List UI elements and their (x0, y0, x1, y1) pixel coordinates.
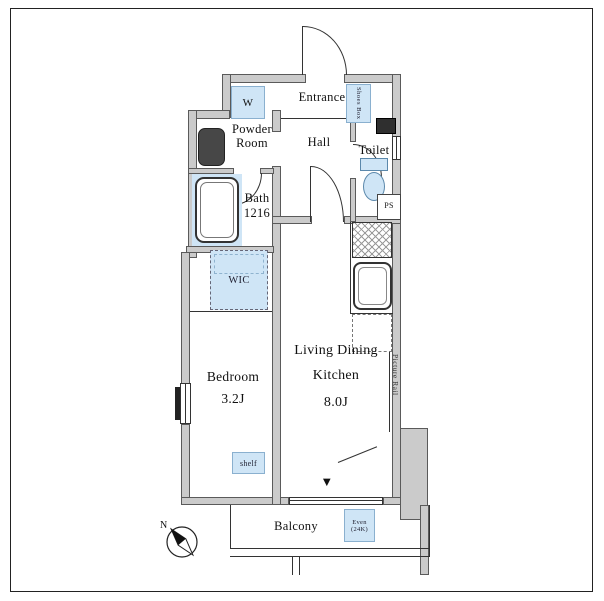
wall-segment (272, 216, 312, 224)
balcony-rail-line-2 (230, 556, 430, 557)
shoes-box-label: Shoes Box (355, 87, 362, 120)
hall-step-line (281, 118, 351, 119)
water-heater-box: Even (24K) (344, 509, 375, 542)
balcony-drain-line-1 (292, 556, 293, 575)
wall-segment (350, 178, 356, 222)
wall-segment (400, 428, 428, 520)
wall-segment (181, 252, 190, 385)
ps-label: PS (384, 201, 394, 210)
toilet-label: Toilet (358, 143, 390, 157)
wall-segment (272, 166, 281, 505)
stove (352, 222, 392, 258)
balcony-label: Balcony (274, 519, 318, 533)
ldk-label-1: Living Dining (294, 343, 378, 358)
bath-label-1: Bath (244, 191, 270, 205)
shelf-box: shelf (232, 452, 265, 474)
hall-label: Hall (307, 135, 331, 149)
wall-segment (344, 74, 396, 83)
toilet-bowl (363, 172, 385, 201)
ps-box (377, 194, 401, 220)
fridge-space (352, 314, 392, 352)
bedroom-size-label: 3.2J (221, 391, 245, 406)
wic-label: WIC (228, 274, 250, 286)
bedroom-name-label: Bedroom (206, 369, 260, 384)
compass-n-label: N (160, 520, 167, 531)
wall-segment (181, 497, 289, 505)
bathtub-inner (200, 182, 234, 238)
kitchen-counter-cap (350, 313, 393, 314)
balcony-rail-line-1 (230, 548, 430, 549)
shelf-label: shelf (239, 458, 258, 468)
powder-room-label-2: Room (236, 136, 268, 150)
ldk-window-line (290, 500, 382, 501)
entrance-label: Entrance (298, 90, 346, 104)
picture-rail-line (389, 350, 390, 432)
powder-room-label-1: Powder (232, 122, 272, 136)
bedroom-window-line (185, 384, 186, 423)
meter-box (376, 118, 396, 134)
wall-segment (181, 424, 190, 505)
shoes-box: Shoes Box (346, 84, 371, 123)
wall-segment (222, 74, 306, 83)
direction-marker: ▼ (320, 474, 334, 489)
picture-rail-label: Picture Rail (391, 354, 400, 396)
balcony-right-line (429, 505, 430, 557)
wic-box: WIC (210, 250, 268, 310)
powder-sink (198, 128, 225, 166)
wall-segment (383, 497, 401, 505)
wall-segment (272, 110, 281, 132)
ldk-size-label: 8.0J (323, 395, 349, 410)
kitchen-sink-inner (358, 267, 387, 305)
wic-hanger-rail (214, 254, 264, 274)
wall-segment (420, 505, 429, 575)
wic-bedroom-divider (190, 311, 272, 312)
bath-label-2: 1216 (243, 206, 271, 220)
water-heater-label-2: (24K) (350, 525, 369, 533)
wall-segment (260, 168, 274, 174)
balcony-left-line (230, 505, 231, 548)
compass-icon: N (160, 520, 198, 558)
bedroom-window-frame (175, 387, 180, 420)
ldk-label-2: Kitchen (312, 368, 360, 383)
compass-needle (169, 527, 195, 557)
floor-plan-frame (10, 8, 593, 592)
wall-segment (188, 168, 234, 174)
washing-machine-label: W (242, 96, 254, 109)
kitchen-counter-line (350, 222, 351, 314)
toilet-tank (360, 158, 388, 171)
washing-machine-box: W (231, 86, 265, 119)
ldk-window (289, 497, 383, 505)
toilet-window-line (396, 137, 397, 159)
water-heater-label-1: Even (352, 518, 367, 526)
balcony-drain-line-2 (299, 556, 300, 575)
